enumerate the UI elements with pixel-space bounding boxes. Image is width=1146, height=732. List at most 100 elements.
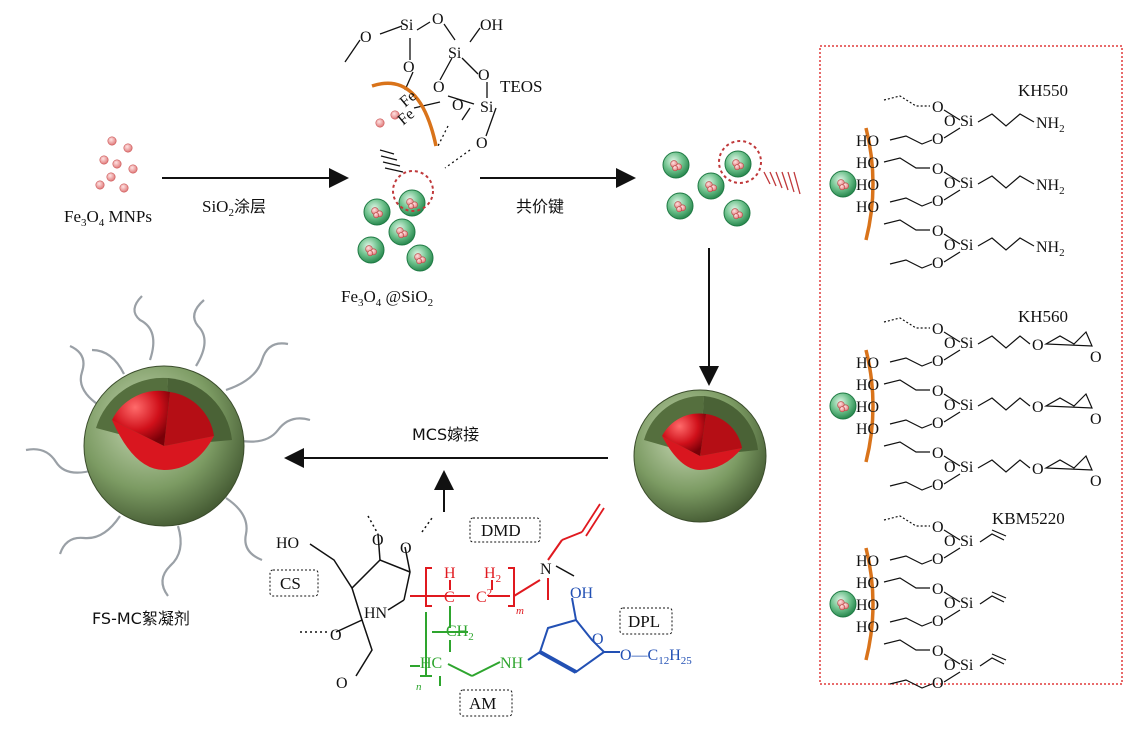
propyl-chain — [977, 335, 1031, 349]
svg-text:H: H — [444, 565, 456, 582]
chain-bond — [883, 379, 930, 391]
chain-bond — [889, 679, 933, 689]
svg-text:NH: NH — [500, 655, 524, 672]
amine-label: NH2 — [1036, 177, 1065, 197]
svg-text:HC: HC — [420, 655, 442, 672]
panel-particle — [829, 392, 857, 420]
oxygen-label: O — [932, 581, 944, 598]
oxygen-label: O — [932, 321, 944, 338]
si-o-bond — [943, 473, 961, 485]
panel-particle — [829, 590, 857, 618]
sio2-coating-label: SiO2涂层 — [202, 197, 266, 219]
chain-bond — [883, 95, 930, 107]
svg-text:Si: Si — [448, 45, 462, 62]
si-o-bond — [943, 331, 961, 343]
oxygen-label: O — [944, 459, 956, 476]
svg-text:O: O — [372, 532, 384, 549]
svg-text:O: O — [432, 11, 444, 28]
oxygen-label: O — [944, 113, 956, 130]
svg-text:CH2: CH2 — [446, 623, 474, 643]
hydroxyl-label: HO — [856, 619, 879, 636]
surface-line — [864, 127, 875, 241]
silicon-label: Si — [960, 335, 974, 352]
svg-text:Si: Si — [480, 99, 494, 116]
dmd-box: DMD — [469, 517, 541, 543]
kh560-label: KH560 — [1018, 307, 1068, 326]
am-label: AM — [469, 694, 496, 713]
si-o-bond — [943, 455, 961, 467]
svg-text:HO: HO — [276, 535, 299, 552]
propyl-chain — [977, 175, 1035, 189]
svg-text:OH: OH — [570, 585, 594, 602]
svg-text:HN: HN — [364, 605, 388, 622]
silicon-label: Si — [960, 397, 974, 414]
si-o-bond — [943, 609, 961, 621]
chain-bond — [889, 135, 933, 145]
hydroxyl-label: HO — [856, 399, 879, 416]
hydroxyl-label: HO — [856, 133, 879, 150]
silicon-label: Si — [960, 459, 974, 476]
fe3o4-mnps-label: Fe3O4 MNPs — [64, 207, 152, 229]
chain-bond — [889, 555, 933, 565]
si-o-bond — [943, 529, 961, 541]
chain-bond — [889, 481, 933, 491]
teos-network — [344, 21, 497, 169]
propyl-chain — [977, 397, 1031, 411]
propyl-chain — [977, 459, 1031, 473]
oxygen-label: O — [932, 643, 944, 660]
amine-label: NH2 — [1036, 115, 1065, 135]
covalent-label: 共价键 — [516, 197, 564, 216]
hydroxyl-label: HO — [856, 199, 879, 216]
oxygen-label: O — [932, 255, 944, 272]
si-o-bond — [943, 251, 961, 263]
oxygen-label: O — [932, 161, 944, 178]
fe3o4-particles — [95, 136, 138, 193]
mcs-structure: HO O O HN O O H C H2 C2 m N — [269, 503, 692, 717]
oxygen-label: O — [944, 335, 956, 352]
si-o-bond — [943, 109, 961, 121]
chain-bond — [883, 157, 930, 169]
svg-text:Si: Si — [400, 17, 414, 34]
oxygen-label: O — [932, 383, 944, 400]
si-o-bond — [943, 233, 961, 245]
svg-text:O: O — [336, 675, 348, 692]
si-o-bond — [943, 653, 961, 665]
oxygen-label: O — [932, 613, 944, 630]
kbm5220-label: KBM5220 — [992, 509, 1065, 528]
zoom-hatch-1 — [379, 149, 404, 173]
chain-bond — [889, 259, 933, 269]
svg-text:O: O — [433, 79, 445, 96]
epoxy-oxygen-label: O — [1090, 473, 1102, 490]
chain-bond — [883, 515, 930, 527]
mcs-graft-label: MCS嫁接 — [412, 425, 479, 444]
vinyl-group — [979, 595, 1005, 605]
amine-label: NH2 — [1036, 239, 1065, 259]
hydroxyl-label: HO — [856, 177, 879, 194]
silicon-label: Si — [960, 595, 974, 612]
epoxy-ring — [1043, 330, 1093, 347]
chain-bond — [883, 317, 930, 329]
svg-text:C2: C2 — [476, 587, 492, 606]
oxygen-label: O — [932, 519, 944, 536]
oxygen-label: O — [932, 675, 944, 692]
svg-text:O: O — [360, 29, 372, 46]
silicon-label: Si — [960, 533, 974, 550]
svg-text:m: m — [516, 605, 524, 617]
si-o-bond — [943, 547, 961, 559]
oxygen-label: O — [932, 223, 944, 240]
oxygen-label: O — [932, 415, 944, 432]
svg-text:C: C — [444, 589, 455, 606]
si-o-bond — [943, 411, 961, 423]
chain-bond — [883, 219, 930, 231]
flocculant-particle — [25, 295, 311, 597]
hydroxyl-label: HO — [856, 355, 879, 372]
vinyl-group — [979, 657, 1005, 667]
chain-bond — [883, 441, 930, 453]
silane-frame — [819, 45, 1123, 685]
silicon-label: Si — [960, 175, 974, 192]
propyl-chain — [977, 237, 1035, 251]
hydroxyl-label: HO — [856, 553, 879, 570]
svg-text:DMD: DMD — [481, 521, 521, 540]
